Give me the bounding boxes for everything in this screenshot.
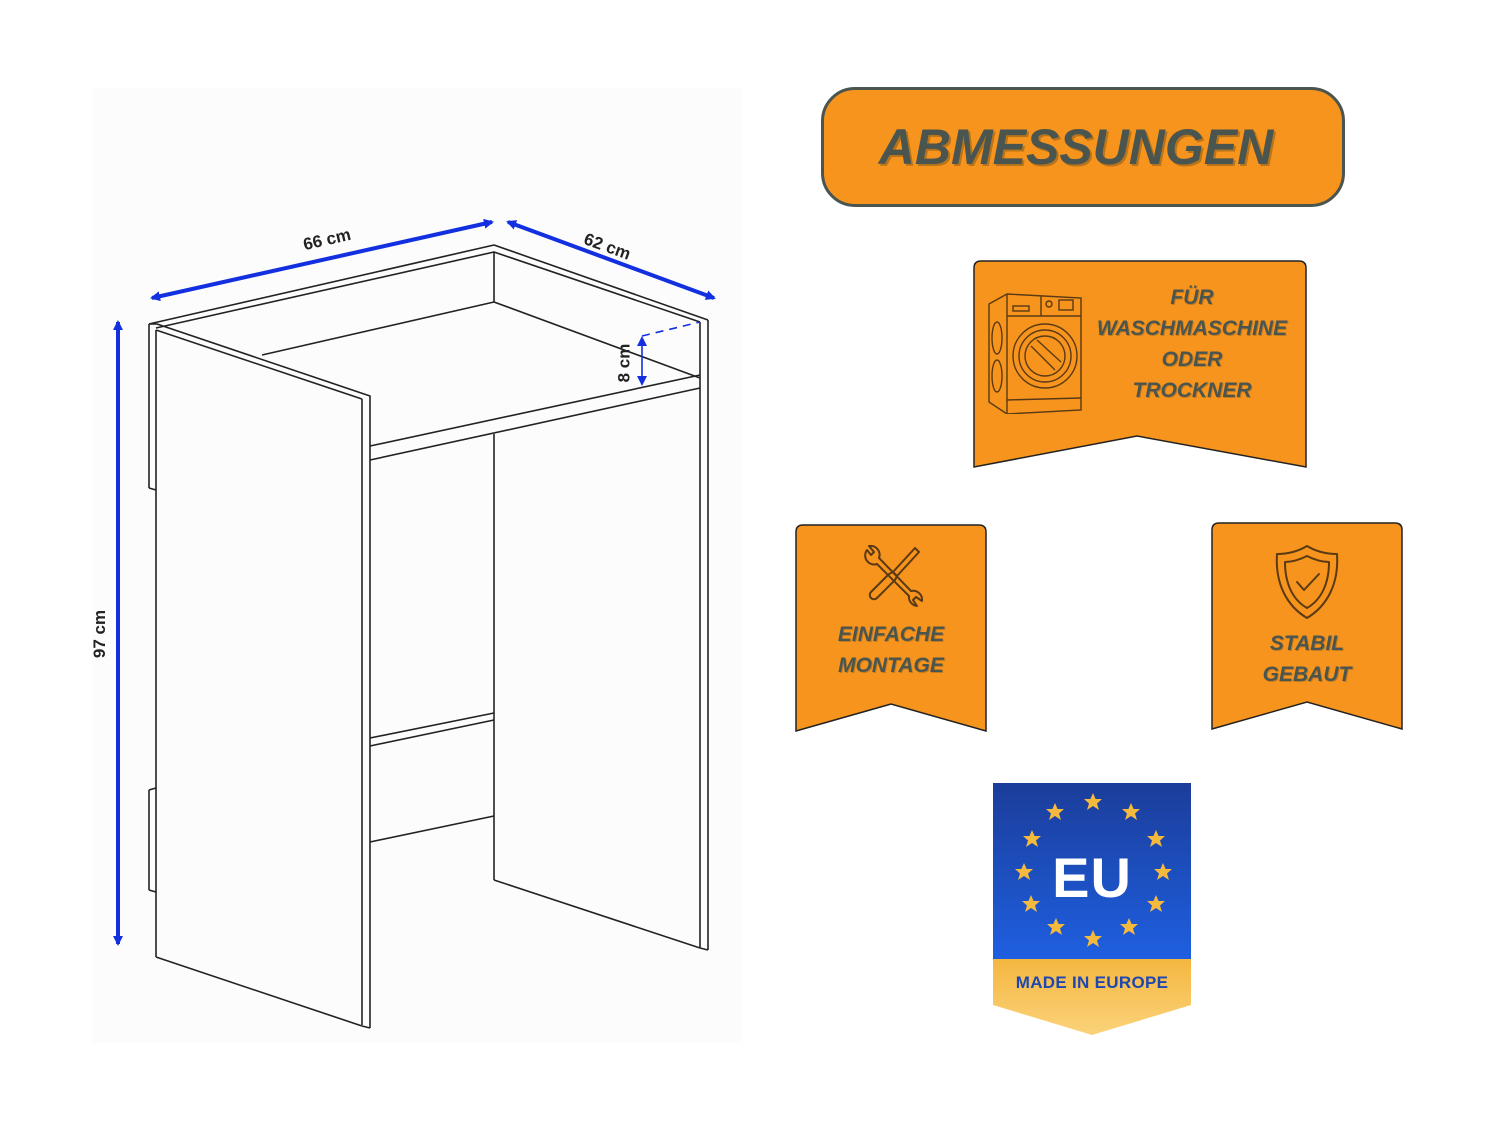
page-title: ABMESSUNGEN — [878, 119, 1274, 175]
wrench-screwdriver-icon — [864, 544, 923, 607]
shield-check-icon — [1275, 545, 1339, 619]
badge-sturdy-text: STABIL GEBAUT — [1262, 632, 1352, 686]
badge-easy-assembly-text: EINFACHE MONTAGE — [837, 623, 945, 677]
badge-washing-machine: FÜR WASCHMASCHINE ODER TROCKNER — [973, 260, 1307, 470]
title-banner: ABMESSUNGEN — [821, 87, 1345, 207]
height-dimension-label: 97 cm — [90, 609, 110, 659]
badge-washing-machine-text: FÜR WASCHMASCHINE ODER TROCKNER — [1096, 286, 1288, 402]
made-in-europe-caption: MADE IN EUROPE — [1015, 973, 1169, 992]
rim-height-dimension-label: 8 cm — [614, 343, 634, 383]
badge-easy-assembly: EINFACHE MONTAGE — [795, 524, 987, 734]
washing-machine-icon — [988, 293, 1082, 414]
eu-label: EU — [1052, 846, 1132, 909]
eu-stars-icon — [1015, 793, 1172, 947]
badge-sturdy: STABIL GEBAUT — [1211, 522, 1403, 732]
made-in-europe-badge: EU MADE IN EUROPE — [993, 783, 1191, 1035]
